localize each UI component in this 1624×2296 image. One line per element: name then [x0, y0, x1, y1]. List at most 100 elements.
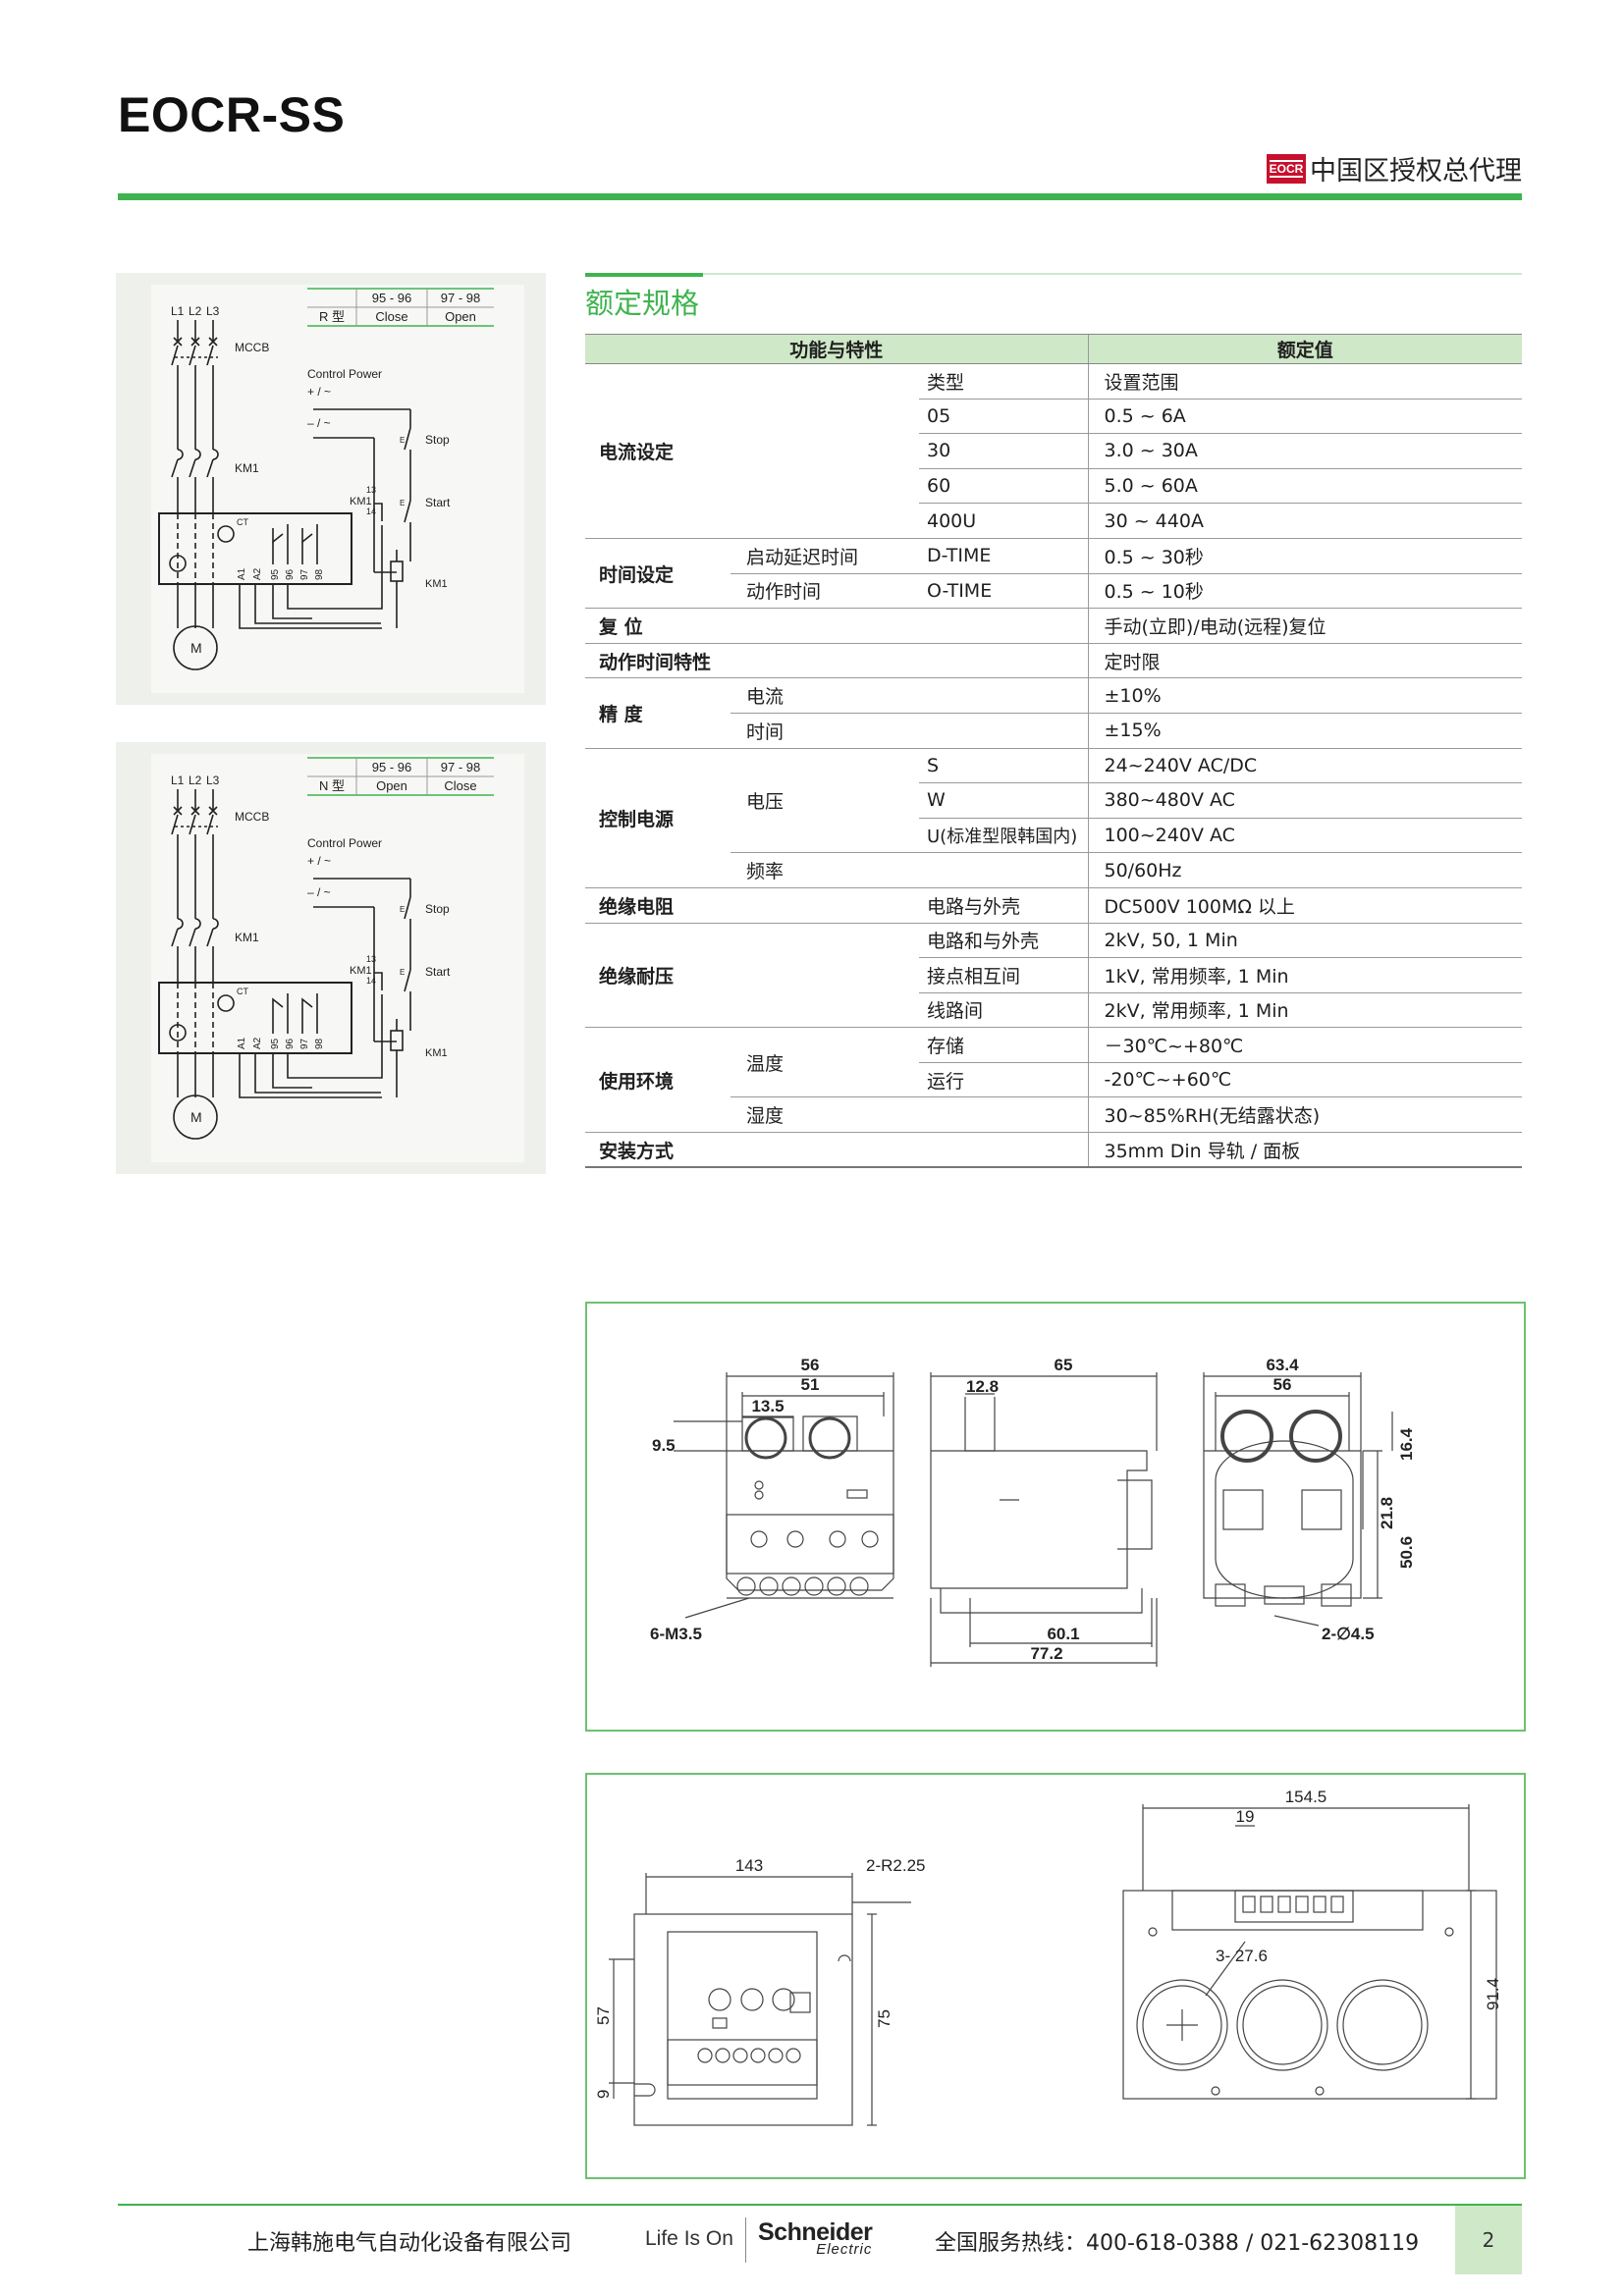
- brand-sub: Electric: [816, 2241, 873, 2258]
- cell-value: 定时限: [1087, 643, 1522, 679]
- svg-text:9.5: 9.5: [652, 1436, 676, 1455]
- wiring-diagram-n-type: 95 - 96 97 - 98 N 型 Open Close L1 L2 L3: [116, 742, 546, 1174]
- svg-text:98: 98: [314, 568, 325, 580]
- cell-sub: 湿度: [731, 1096, 1088, 1134]
- table-row: 频率 50/60Hz: [585, 852, 1522, 888]
- table-row: 复 位 手动(立即)/电动(远程)复位: [585, 608, 1522, 644]
- svg-text:CT: CT: [237, 987, 248, 996]
- cell-value: 24~240V AC/DC: [1087, 748, 1522, 784]
- svg-text:95 - 96: 95 - 96: [372, 760, 411, 774]
- svg-text:N 型: N 型: [319, 778, 345, 793]
- svg-text:6-M3.5: 6-M3.5: [650, 1625, 702, 1643]
- spec-title: 额定规格: [585, 287, 700, 320]
- group-time-setting: 时间设定: [585, 538, 731, 610]
- svg-text:96: 96: [285, 568, 296, 580]
- cell-key: O-TIME: [919, 573, 1088, 610]
- group-accuracy: 精 度: [585, 677, 731, 749]
- svg-text:E: E: [400, 968, 405, 977]
- svg-text:14: 14: [366, 976, 376, 986]
- dimension-drawing-standard: 56 51 13.5 9.5 6-M3.5 65 12.8 60.1 77.2 …: [585, 1302, 1526, 1732]
- svg-text:A1: A1: [237, 1037, 247, 1049]
- contact-table-n: 95 - 96 97 - 98 N 型 Open Close: [307, 757, 494, 796]
- dims-svg-2: 143 2-R2.25 57 9 75 154.5 19 3- 27.6 91.…: [594, 1788, 1502, 2126]
- cell-value: －30℃~+80℃: [1087, 1027, 1522, 1063]
- header-feature: 功能与特性: [585, 334, 1088, 364]
- footer-rule: [118, 2204, 1522, 2206]
- cell-key: 运行: [919, 1062, 1088, 1098]
- page-number: 2: [1455, 2206, 1522, 2274]
- footer-hotline: 全国服务热线：400-618-0388 / 021-62308119: [935, 2231, 1420, 2256]
- dimension-drawing-large: 143 2-R2.25 57 9 75 154.5 19 3- 27.6 91.…: [585, 1773, 1526, 2179]
- svg-text:96: 96: [285, 1038, 296, 1049]
- wiring-svg-r: 95 - 96 97 - 98 R 型 Close Open L1 L2 L3: [151, 285, 524, 693]
- cell-value: ±15%: [1087, 713, 1522, 749]
- svg-text:97: 97: [299, 1038, 310, 1049]
- svg-text:KM1: KM1: [235, 931, 259, 944]
- dims-svg-1: 56 51 13.5 9.5 6-M3.5 65 12.8 60.1 77.2 …: [650, 1356, 1416, 1667]
- cell-value: 3.0 ~ 30A: [1087, 433, 1522, 469]
- cell-value: 380~480V AC: [1087, 782, 1522, 819]
- svg-text:L3: L3: [206, 304, 220, 318]
- cell-key: 60: [919, 468, 1088, 505]
- group-withstand-voltage: 绝缘耐压: [585, 923, 731, 1029]
- svg-text:MCCB: MCCB: [235, 810, 269, 824]
- svg-text:CT: CT: [237, 517, 248, 527]
- table-row: 接点相互间 1kV, 常用频率, 1 Min: [585, 957, 1522, 993]
- svg-text:Start: Start: [425, 965, 451, 979]
- svg-text:143: 143: [735, 1856, 763, 1875]
- cell-value: ±10%: [1087, 677, 1522, 714]
- cell-value: 2kV, 常用频率, 1 Min: [1087, 992, 1522, 1029]
- svg-text:R 型: R 型: [319, 309, 345, 324]
- svg-text:98: 98: [314, 1038, 325, 1049]
- cell-key: 400U: [919, 503, 1088, 539]
- cell-value: -20℃~+60℃: [1087, 1062, 1522, 1098]
- cell-sub: 温度: [731, 1027, 919, 1098]
- svg-text:2-R2.25: 2-R2.25: [866, 1856, 925, 1875]
- svg-text:E: E: [400, 499, 405, 507]
- svg-text:KM1: KM1: [350, 496, 372, 507]
- table-row: 时间 ±15%: [585, 713, 1522, 749]
- header-rule: [118, 193, 1522, 200]
- svg-text:95: 95: [270, 568, 281, 580]
- svg-text:Stop: Stop: [425, 433, 450, 447]
- cell-sub: 电压: [731, 748, 919, 854]
- cell-key: 电路与外壳: [919, 887, 1088, 924]
- group-control-power: 控制电源: [585, 748, 731, 888]
- cell-range-label: 设置范围: [1087, 363, 1522, 400]
- cell-sub: 启动延迟时间: [731, 538, 919, 574]
- svg-text:+ / ~: + / ~: [307, 854, 331, 868]
- svg-text:77.2: 77.2: [1030, 1644, 1062, 1663]
- table-row: 动作时间 O-TIME 0.5 ~ 10秒: [585, 573, 1522, 610]
- svg-text:KM1: KM1: [350, 965, 372, 977]
- svg-text:13.5: 13.5: [751, 1397, 784, 1415]
- spec-title-accent: [585, 273, 703, 277]
- table-row: 线路间 2kV, 常用频率, 1 Min: [585, 992, 1522, 1029]
- svg-text:57: 57: [594, 2006, 613, 2025]
- cell-value: 0.5 ~ 10秒: [1087, 573, 1522, 610]
- svg-text:91.4: 91.4: [1484, 1978, 1502, 2010]
- table-header-row: 功能与特性 额定值: [585, 334, 1522, 364]
- table-row: 控制电源 电压 S 24~240V AC/DC: [585, 748, 1522, 888]
- svg-text:Control Power: Control Power: [307, 367, 382, 381]
- cell-value: 手动(立即)/电动(远程)复位: [1087, 608, 1522, 644]
- wiring-diagram-r-type: 95 - 96 97 - 98 R 型 Close Open L1 L2 L3: [116, 273, 546, 705]
- table-row: 绝缘电阻 电路与外壳 DC500V 100MΩ 以上: [585, 887, 1522, 924]
- document-title: EOCR-SS: [118, 87, 346, 142]
- svg-text:Open: Open: [445, 309, 476, 324]
- table-row: 时间设定 启动延迟时间 D-TIME 0.5 ~ 30秒: [585, 538, 1522, 610]
- cell-value: 100~240V AC: [1087, 818, 1522, 854]
- table-row: 湿度 30~85%RH(无结露状态): [585, 1096, 1522, 1134]
- svg-text:21.8: 21.8: [1378, 1497, 1396, 1529]
- svg-text:16.4: 16.4: [1397, 1427, 1416, 1461]
- svg-text:97 - 98: 97 - 98: [441, 291, 480, 305]
- svg-text:L3: L3: [206, 774, 220, 787]
- svg-text:+ / ~: + / ~: [307, 385, 331, 399]
- table-row: U(标准型限韩国内) 100~240V AC: [585, 818, 1522, 854]
- table-row: 运行 -20℃~+60℃: [585, 1062, 1522, 1098]
- svg-text:97: 97: [299, 568, 310, 580]
- group-mounting: 安装方式: [585, 1132, 1088, 1169]
- svg-text:3- 27.6: 3- 27.6: [1216, 1947, 1268, 1965]
- svg-text:E: E: [400, 436, 405, 445]
- table-row: 电流设定 类型 设置范围: [585, 363, 1522, 539]
